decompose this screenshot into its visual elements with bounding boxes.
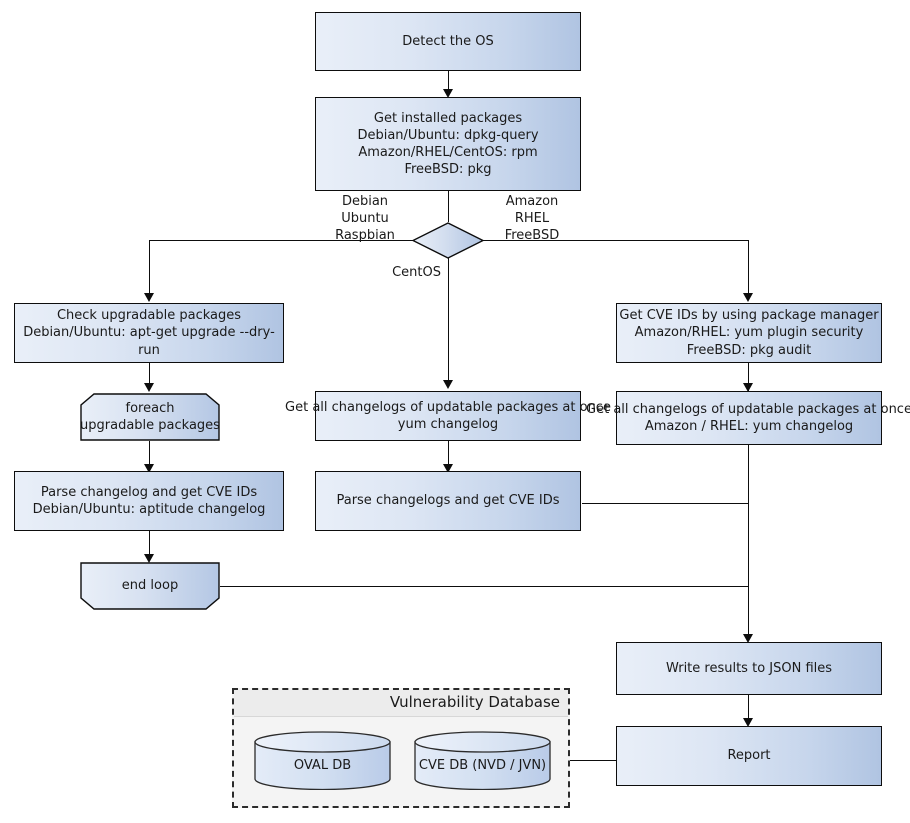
os-decision-shape: [411, 222, 485, 259]
edge-decision-down-right: [747, 239, 749, 296]
arrow-parse-to-endloop: [143, 554, 154, 563]
edge-decision-bus-right: [477, 239, 748, 241]
group-titlebar: [234, 690, 568, 717]
arrow-decision-left: [143, 293, 154, 302]
db-cve-label: CVE DB (NVD / JVN): [418, 758, 547, 773]
node-check-upgradable[interactable]: Check upgradable packages Debian/Ubuntu:…: [14, 303, 284, 363]
node-foreach-loop-label: foreach upgradable packages: [80, 400, 220, 433]
node-report-label: Report: [727, 748, 771, 764]
db-oval[interactable]: OVAL DB: [254, 731, 391, 791]
node-parse-changelog-deb[interactable]: Parse changelog and get CVE IDs Debian/U…: [14, 471, 284, 531]
node-report[interactable]: Report: [616, 726, 882, 786]
node-os-decision[interactable]: [411, 222, 485, 259]
edge-vulndb-to-report: [570, 759, 616, 761]
node-get-installed-packages-label: Get installed packages Debian/Ubuntu: dp…: [357, 110, 539, 178]
edge-check-to-foreach: [148, 363, 150, 385]
node-detect-os-label: Detect the OS: [402, 33, 494, 49]
arrow-foreach-to-parse: [143, 464, 154, 473]
node-detect-os[interactable]: Detect the OS: [315, 12, 581, 71]
node-write-results[interactable]: Write results to JSON files: [616, 642, 882, 695]
node-check-upgradable-label: Check upgradable packages Debian/Ubuntu:…: [23, 308, 275, 358]
node-get-installed-packages[interactable]: Get installed packages Debian/Ubuntu: dp…: [315, 97, 581, 191]
db-cve-shape: [414, 731, 551, 791]
edge-endloop-to-bus: [220, 585, 748, 587]
node-get-cve-pkg-manager-label: Get CVE IDs by using package manager Ama…: [619, 308, 879, 358]
edge-centerchangelogs-to-parse: [447, 441, 449, 469]
node-changelogs-centos[interactable]: Get all changelogs of updatable packages…: [285, 391, 611, 441]
foreach-loop-shape: [80, 393, 220, 441]
group-title-label: Vulnerability Database: [389, 693, 560, 711]
node-parse-changelogs-centos[interactable]: Parse changelogs and get CVE IDs: [315, 471, 581, 531]
edge-packages-to-decision: [447, 191, 449, 222]
node-foreach-loop[interactable]: foreach upgradable packages: [80, 393, 220, 441]
node-changelogs-centos-label: Get all changelogs of updatable packages…: [285, 399, 611, 432]
branch-label-right: Amazon RHEL FreeBSD: [504, 194, 560, 243]
branch-label-center: CentOS: [392, 265, 441, 280]
edge-decision-bus-left: [149, 239, 419, 241]
arrow-centerchangelogs-to-parse: [442, 464, 453, 473]
arrow-check-to-foreach: [143, 383, 154, 392]
group-vulnerability-database: Vulnerability Database O: [232, 688, 570, 808]
edge-decision-down-left: [148, 239, 150, 296]
edge-parse-to-endloop: [148, 531, 150, 561]
arrow-decision-center: [442, 380, 453, 389]
node-write-results-label: Write results to JSON files: [665, 660, 833, 676]
db-oval-label: OVAL DB: [293, 758, 352, 773]
node-end-loop[interactable]: end loop: [80, 562, 220, 610]
db-cve[interactable]: CVE DB (NVD / JVN): [414, 731, 551, 791]
end-loop-shape: [80, 562, 220, 610]
arrow-cve-to-changelogs: [742, 383, 753, 392]
node-get-cve-pkg-manager[interactable]: Get CVE IDs by using package manager Ama…: [616, 303, 882, 363]
arrow-write-to-report: [742, 718, 753, 727]
node-end-loop-label: end loop: [121, 578, 179, 594]
edge-centerparse-to-bus: [582, 502, 748, 504]
node-changelogs-rhel-label: Get all changelogs of updatable packages…: [586, 401, 910, 434]
edge-cve-to-changelogs: [747, 363, 749, 391]
arrow-decision-right: [742, 293, 753, 302]
arrow-detect-to-packages: [442, 89, 453, 98]
branch-label-left: Debian Ubuntu Raspbian: [335, 194, 395, 243]
node-parse-changelog-deb-label: Parse changelog and get CVE IDs Debian/U…: [32, 484, 266, 517]
edge-decision-down-center: [447, 258, 449, 385]
db-oval-shape: [254, 731, 391, 791]
node-parse-changelogs-centos-label: Parse changelogs and get CVE IDs: [336, 493, 560, 509]
edge-bus-to-write-results: [747, 445, 749, 641]
arrow-bus-to-write-results: [742, 634, 753, 643]
edge-foreach-to-parse: [148, 441, 150, 469]
edge-write-to-report: [747, 695, 749, 725]
edge-detect-to-packages: [447, 71, 449, 95]
node-changelogs-rhel[interactable]: Get all changelogs of updatable packages…: [586, 391, 910, 445]
